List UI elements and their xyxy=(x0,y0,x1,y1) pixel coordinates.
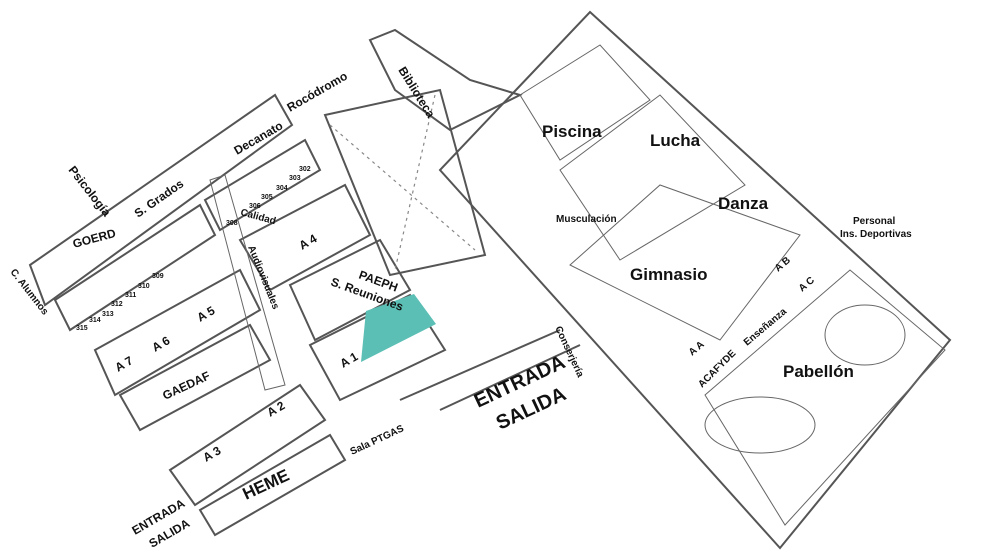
room-310: 310 xyxy=(138,283,150,290)
label-gaedaf: GAEDAF xyxy=(160,369,212,403)
building-outlines xyxy=(28,28,581,537)
label-rocodromo: Rocódromo xyxy=(285,69,350,115)
a2-a3-block xyxy=(168,383,327,507)
label-ac: A C xyxy=(797,275,817,294)
biblioteca-wing xyxy=(368,28,523,132)
room-315: 315 xyxy=(76,325,88,332)
room-labels: Rocódromo Biblioteca Decanato Psicología… xyxy=(8,64,912,550)
label-a6: A 6 xyxy=(150,333,173,354)
room-308: 308 xyxy=(226,220,238,227)
room-305: 305 xyxy=(261,194,273,201)
label-pabellon: Pabellón xyxy=(783,362,854,381)
rooms-300-wing xyxy=(203,138,322,232)
pool-area xyxy=(519,44,651,161)
label-a5: A 5 xyxy=(195,303,218,324)
label-goerd: GOERD xyxy=(71,226,117,251)
court-area xyxy=(704,269,946,526)
label-a2: A 2 xyxy=(265,398,288,419)
lucha-area xyxy=(559,94,746,261)
label-musculacion: Musculación xyxy=(556,214,617,225)
label-a3: A 3 xyxy=(201,443,224,464)
label-c-alumnos: C. Alumnos xyxy=(8,267,51,318)
gaedaf-block xyxy=(118,323,272,432)
label-audiovisuales: Audiovisuales xyxy=(245,244,281,311)
label-gimnasio: Gimnasio xyxy=(630,265,707,284)
room-309: 309 xyxy=(152,273,164,280)
label-personal: Personal xyxy=(853,216,895,227)
label-lucha: Lucha xyxy=(650,131,701,150)
gym-area xyxy=(569,184,801,341)
sports-outline xyxy=(438,10,952,550)
room-304: 304 xyxy=(276,185,288,192)
offices-wing xyxy=(53,203,217,332)
label-aa: A A xyxy=(687,339,707,358)
label-ins-deportivas: Ins. Deportivas xyxy=(840,229,912,240)
corridor xyxy=(209,174,286,391)
label-a7: A 7 xyxy=(113,353,136,374)
label-decanato: Decanato xyxy=(232,118,286,157)
label-sala-ptgas: Sala PTGAS xyxy=(349,423,406,458)
room-numbers: 302 303 304 305 306 308 309 310 311 312 … xyxy=(76,166,311,332)
label-s-grados: S. Grados xyxy=(132,176,187,220)
heme-block xyxy=(198,433,347,537)
label-ab: A B xyxy=(773,255,793,274)
highlighted-room[interactable] xyxy=(361,294,436,362)
room-313: 313 xyxy=(102,311,114,318)
sports-complex xyxy=(438,10,952,550)
room-302: 302 xyxy=(299,166,311,173)
label-psicologia: Psicología xyxy=(66,163,114,219)
label-danza: Danza xyxy=(718,194,769,213)
room-311: 311 xyxy=(125,292,136,299)
label-a1: A 1 xyxy=(338,349,361,370)
room-303: 303 xyxy=(289,175,301,182)
a4-block xyxy=(238,183,372,292)
label-ensenanza: Enseñanza xyxy=(742,306,789,348)
room-314: 314 xyxy=(89,317,101,324)
label-piscina: Piscina xyxy=(542,122,602,141)
label-a4: A 4 xyxy=(297,231,320,252)
room-306: 306 xyxy=(249,203,261,210)
reuniones-block xyxy=(288,238,412,342)
a5-block xyxy=(93,268,262,397)
north-wing xyxy=(28,93,294,307)
courtyard xyxy=(323,88,487,277)
label-calidad: Calidad xyxy=(239,207,277,227)
room-312: 312 xyxy=(111,301,123,308)
